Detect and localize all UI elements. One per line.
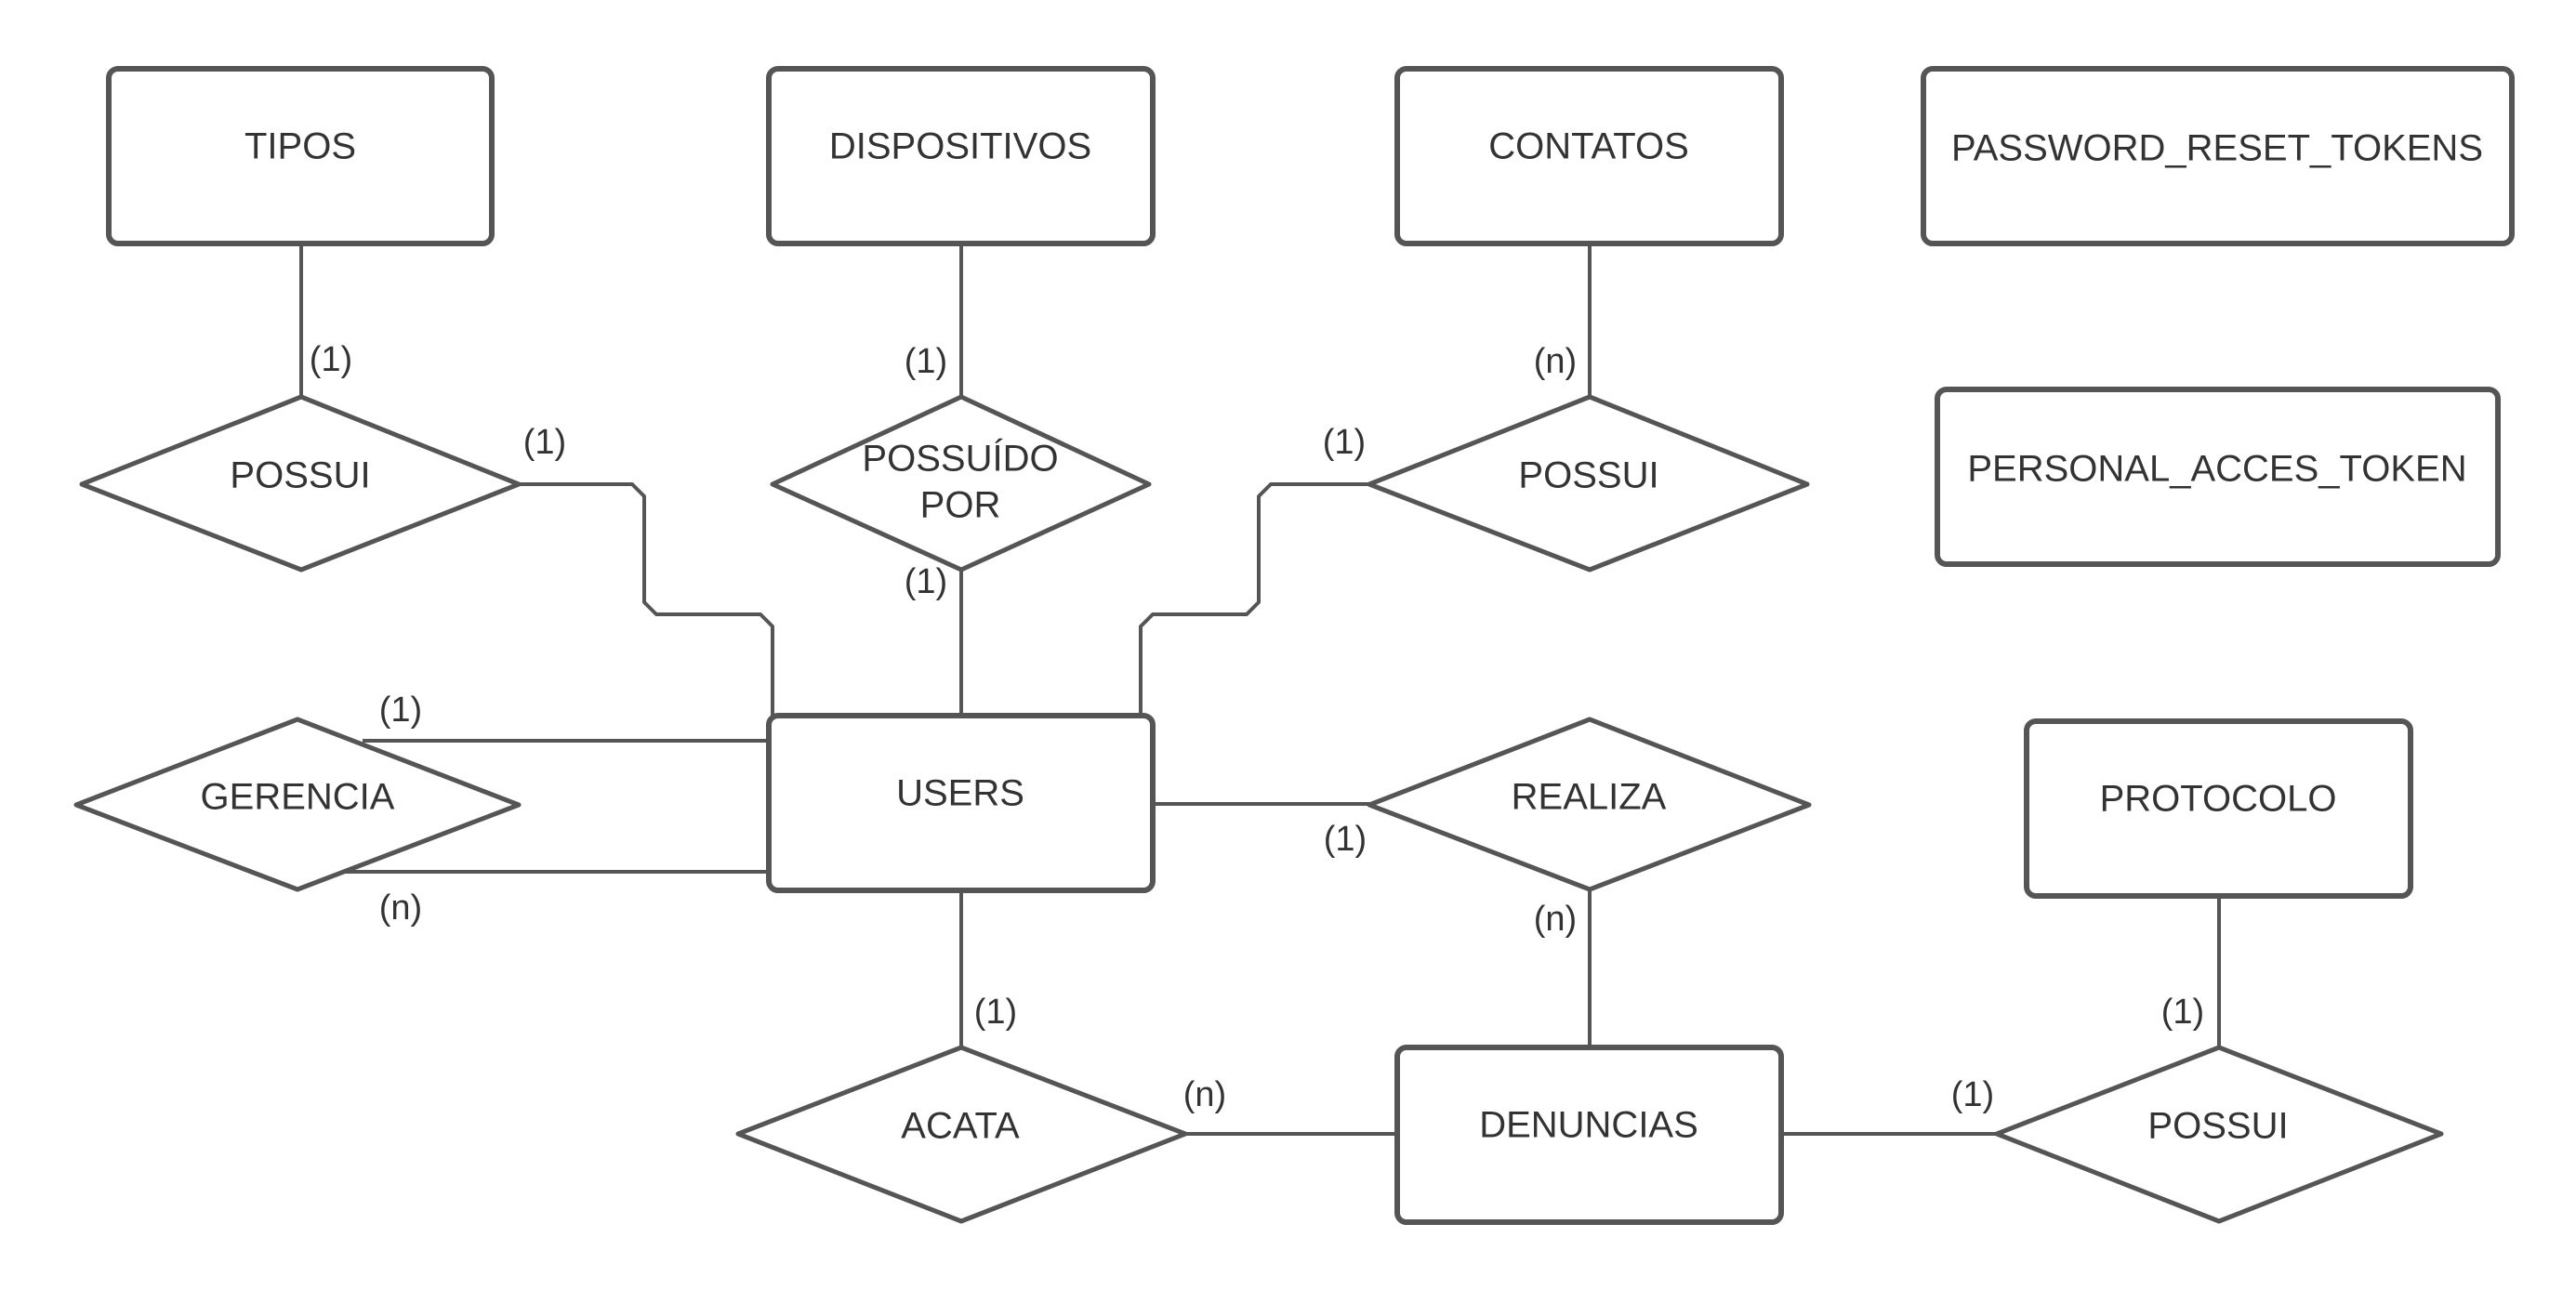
entity-label: PROTOCOLO [2100,779,2337,820]
relationship-label: POSSUI [2147,1106,2288,1147]
relationship-label: POSSUI [1518,455,1658,496]
cardinalities: (1) (1) (1) (1) (n) (1) (1) (n) (1) (n) … [310,340,2204,1114]
entity-label: PERSONAL_ACCES_TOKEN [1967,449,2466,490]
relationship-label-line1: POSSUÍDO [862,438,1058,480]
entity-tipos: TIPOS [106,66,495,246]
cardinality-users-acata: (1) [974,993,1017,1032]
entity-protocolo: PROTOCOLO [2024,718,2413,899]
entity-personal-acces-token: PERSONAL_ACCES_TOKEN [1935,387,2501,567]
relationship-label: ACATA [901,1106,1020,1147]
cardinality-tipos-possui: (1) [310,340,352,379]
cardinality-users-realiza: (1) [1324,820,1367,859]
entity-label: USERS [896,773,1024,814]
entity-label: PASSWORD_RESET_TOKENS [1951,128,2483,169]
cardinality-contatos-possui: (n) [1534,342,1577,381]
relationship-label-line2: POR [920,485,1001,526]
cardinality-realiza-denuncias: (n) [1534,900,1577,939]
cardinality-dispositivos-possuido: (1) [905,342,947,381]
relationship-possuido-por: POSSUÍDO POR [770,394,1152,573]
entity-label: TIPOS [244,126,356,167]
line-possui-users [519,482,774,716]
relationship-realiza: REALIZA [1367,717,1812,892]
entity-denuncias: DENUNCIAS [1394,1045,1784,1225]
relationship-acata: ACATA [735,1045,1188,1224]
entity-users: USERS [766,713,1156,893]
relationship-possui-protocolo: POSSUI [1994,1045,2444,1224]
cardinality-denuncias-possui: (1) [1951,1075,1994,1114]
entity-label: DISPOSITIVOS [829,126,1091,167]
relationship-label: REALIZA [1512,777,1667,818]
cardinality-gerencia-bottom: (n) [379,889,422,928]
entity-password-reset-tokens: PASSWORD_RESET_TOKENS [1921,66,2515,246]
line-possui-users-right [1139,482,1369,716]
cardinality-possui-contatos-users: (1) [1323,423,1366,462]
cardinality-possuido-users: (1) [905,562,947,601]
relationship-label: GERENCIA [201,777,395,818]
relationship-gerencia: GERENCIA [73,717,522,892]
entity-label: DENUNCIAS [1479,1105,1698,1146]
relationship-possui-contatos: POSSUI [1367,394,1810,573]
cardinality-possui-users: (1) [523,423,566,462]
cardinality-protocolo-possui: (1) [2161,993,2204,1032]
cardinality-acata-denuncias: (n) [1183,1075,1226,1114]
relationship-label: POSSUI [230,455,370,496]
connectors [299,244,2221,1136]
relationship-possui-tipos: POSSUI [79,394,522,573]
entity-label: CONTATOS [1488,126,1689,167]
cardinality-gerencia-top: (1) [379,691,422,730]
entity-contatos: CONTATOS [1394,66,1784,246]
entity-dispositivos: DISPOSITIVOS [766,66,1156,246]
